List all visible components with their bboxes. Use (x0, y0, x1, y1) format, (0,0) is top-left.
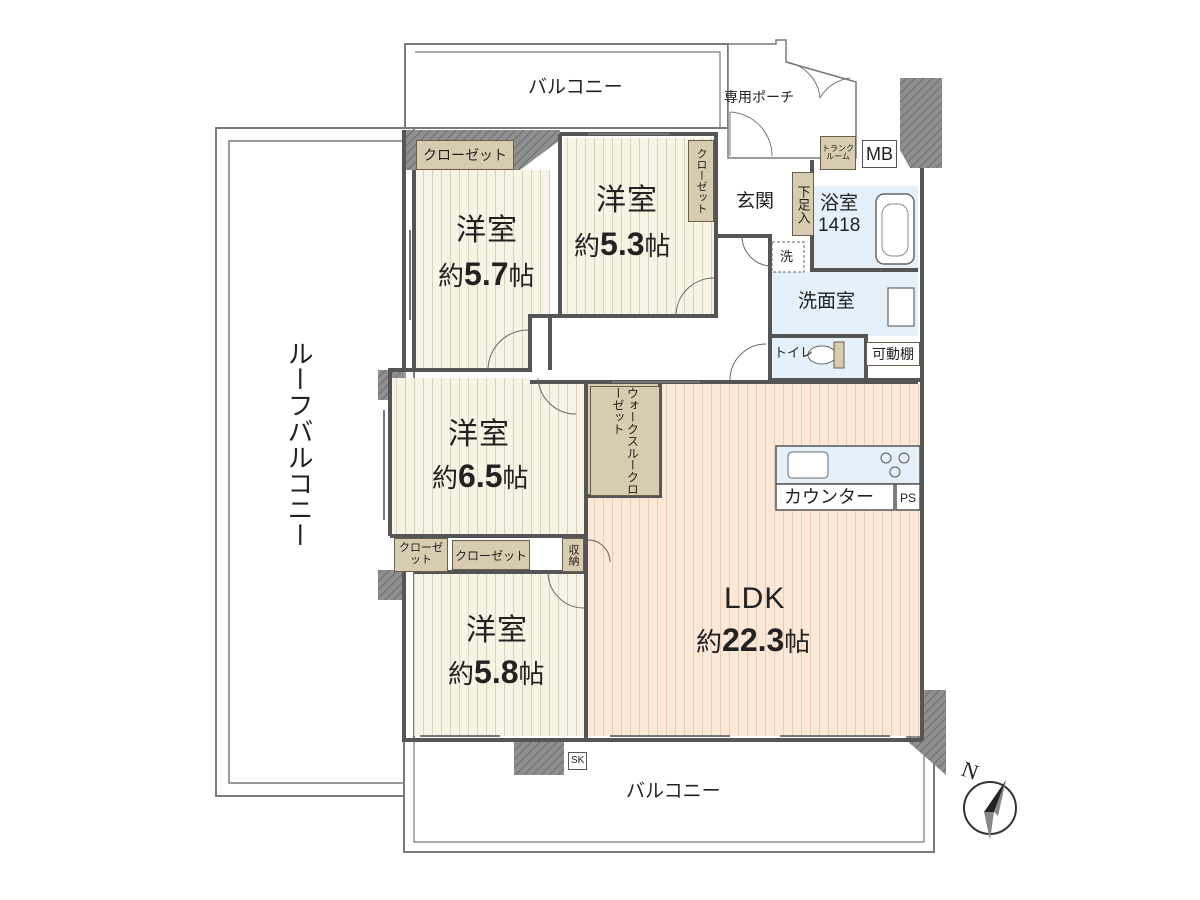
closet-room1: クローゼット (416, 140, 514, 170)
counter-label: カウンター (784, 487, 874, 507)
balcony-bottom-label: バルコニー (626, 781, 721, 802)
windows (383, 133, 890, 737)
walk-through-closet-label: ウォークスルークローゼット (590, 386, 660, 496)
room3-floor (390, 378, 586, 536)
stove-icon (880, 452, 910, 478)
room4-name: 洋室 (466, 614, 528, 647)
bathtub (875, 193, 915, 265)
room4-size: 約5.8帖 (448, 654, 545, 690)
room1-floor (414, 170, 550, 370)
roof-balcony-outline (215, 127, 415, 797)
washroom-label: 洗面室 (798, 291, 856, 312)
room1-name: 洋室 (456, 214, 518, 247)
room2-size: 約5.3帖 (574, 226, 671, 262)
ldk-size: 約22.3帖 (696, 622, 811, 658)
porch-label: 専用ポーチ (724, 89, 794, 105)
ldk-name: LDK (724, 582, 786, 615)
roof-balcony-label: ルーフバルコニー (284, 340, 314, 548)
entrance-label: 玄関 (736, 191, 775, 212)
washer-pan (771, 241, 805, 273)
mb-label: MB (862, 140, 897, 168)
room3-name: 洋室 (448, 418, 510, 451)
storage-label: 収納 (562, 538, 584, 572)
porch-outline (727, 39, 857, 159)
balcony-top-label: バルコニー (528, 77, 623, 98)
ps-box (895, 483, 921, 511)
shoe-box-label: 下足入 (792, 172, 814, 236)
wash-basin (887, 287, 915, 327)
trunk-room-label: トランクルーム (820, 136, 856, 170)
washer-label: 洗 (780, 249, 794, 264)
toilet-label: トイレ (774, 345, 814, 360)
bath-size-label: 1418 (818, 215, 861, 236)
room3-size: 約6.5帖 (432, 458, 529, 494)
bottom-balcony-outline (403, 739, 935, 853)
ps-label: PS (900, 491, 917, 505)
closet-room2: クローゼット (688, 140, 714, 222)
movable-shelf-label: 可動棚 (866, 342, 920, 366)
compass-icon (963, 780, 1017, 840)
sk-label: SK (568, 752, 588, 770)
closet-room4: クローゼット (452, 540, 530, 570)
closet-room3: クローゼット (394, 538, 448, 572)
room4-floor (414, 572, 586, 736)
counter-bar (775, 483, 895, 511)
room1-size: 約5.7帖 (438, 256, 535, 292)
kitchen-sink (787, 451, 829, 479)
room2-name: 洋室 (596, 184, 658, 217)
hall-floor (530, 316, 770, 382)
bath-label: 浴室 (820, 193, 859, 214)
door-swings (487, 235, 773, 609)
